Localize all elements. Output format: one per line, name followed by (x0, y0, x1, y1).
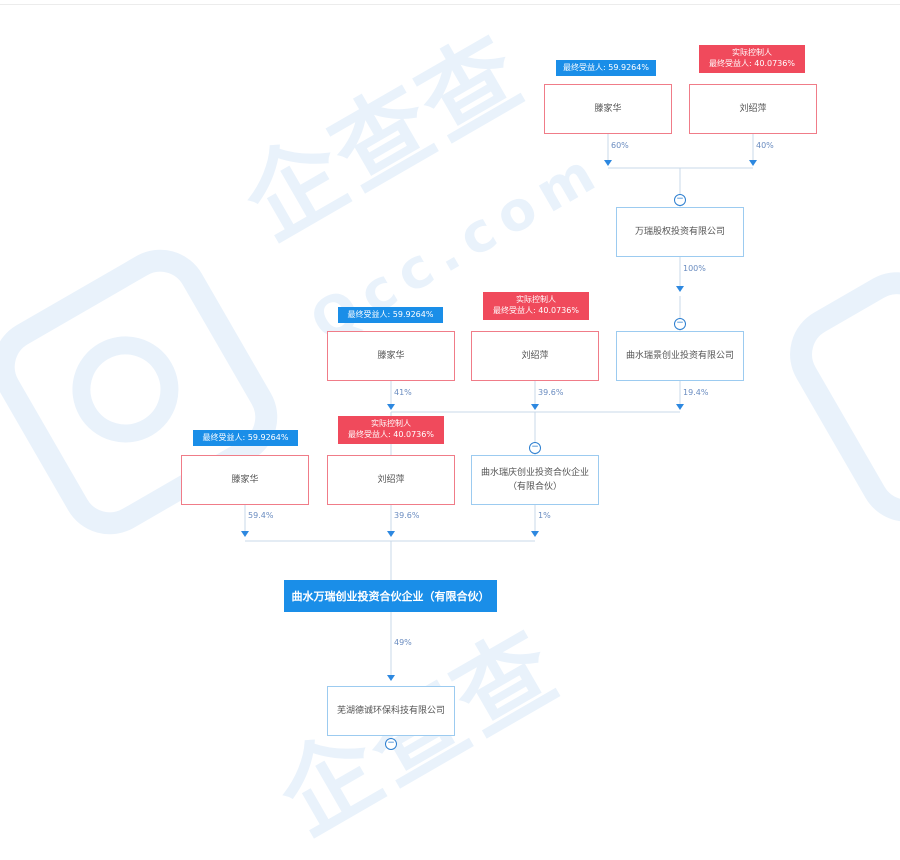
share-percent: 59.4% (248, 511, 274, 520)
beneficiary-badge: 最终受益人: 59.9264% (556, 60, 656, 76)
share-percent: 49% (394, 638, 412, 647)
node-label: 曲水万瑞创业投资合伙企业（有限合伙） (291, 590, 490, 603)
beneficiary-badge: 最终受益人: 59.9264% (338, 307, 443, 323)
controller-badge: 实际控制人 最终受益人: 40.0736% (338, 416, 444, 444)
top-divider (0, 4, 900, 5)
node-label: 滕家华 (231, 475, 259, 485)
node-label: 万瑞股权投资有限公司 (634, 227, 725, 237)
controller-badge: 实际控制人 最终受益人: 40.0736% (699, 45, 805, 73)
controller-badge: 实际控制人 最终受益人: 40.0736% (483, 292, 589, 320)
shareholder-node[interactable]: 滕家华 (544, 84, 672, 134)
node-label: 滕家华 (377, 351, 405, 361)
share-percent: 60% (611, 141, 629, 150)
shareholder-node[interactable]: 刘绍萍 (471, 331, 599, 381)
company-node[interactable]: 万瑞股权投资有限公司 (616, 207, 744, 257)
collapse-toggle[interactable]: − (674, 194, 686, 206)
shareholder-node[interactable]: 滕家华 (181, 455, 309, 505)
node-label: 曲水瑞庆创业投资合伙企业（有限合伙） (480, 468, 589, 492)
node-label: 刘绍萍 (377, 475, 405, 485)
node-label: 芜湖德诚环保科技有限公司 (336, 706, 445, 716)
share-percent: 39.6% (394, 511, 420, 520)
investee-company-node[interactable]: 芜湖德诚环保科技有限公司 (327, 686, 455, 736)
node-label: 曲水瑞景创业投资有限公司 (625, 351, 734, 361)
share-percent: 19.4% (683, 388, 709, 397)
node-label: 刘绍萍 (521, 351, 549, 361)
shareholder-node[interactable]: 滕家华 (327, 331, 455, 381)
target-company-node[interactable]: 曲水万瑞创业投资合伙企业（有限合伙） (284, 580, 497, 612)
shareholder-node[interactable]: 刘绍萍 (327, 455, 455, 505)
share-percent: 100% (683, 264, 706, 273)
company-node[interactable]: 曲水瑞庆创业投资合伙企业（有限合伙） (471, 455, 599, 505)
collapse-toggle[interactable]: − (674, 318, 686, 330)
share-percent: 40% (756, 141, 774, 150)
shareholder-node[interactable]: 刘绍萍 (689, 84, 817, 134)
share-percent: 39.6% (538, 388, 564, 397)
beneficiary-badge: 最终受益人: 59.9264% (193, 430, 298, 446)
company-node[interactable]: 曲水瑞景创业投资有限公司 (616, 331, 744, 381)
share-percent: 1% (538, 511, 551, 520)
node-label: 滕家华 (594, 104, 622, 114)
node-label: 刘绍萍 (739, 104, 767, 114)
collapse-toggle[interactable]: − (529, 442, 541, 454)
collapse-toggle[interactable]: − (385, 738, 397, 750)
share-percent: 41% (394, 388, 412, 397)
